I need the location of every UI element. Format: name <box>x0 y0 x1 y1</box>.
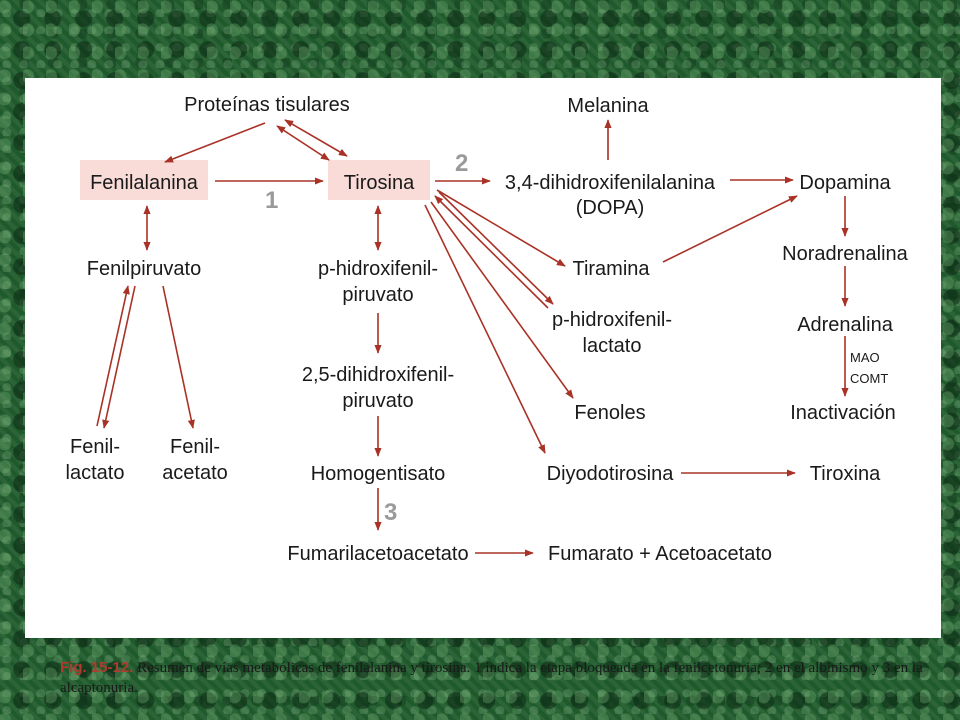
figure-caption: Fig. 15-12. Resumen de vías metabólicas … <box>60 658 940 698</box>
node-melanina: Melanina <box>567 95 649 117</box>
node-dopamina: Dopamina <box>799 172 891 194</box>
metabolic-pathway-diagram: Proteínas tisulares Melanina Fenilalanin… <box>66 94 909 565</box>
arrow-tirosina-diyodotirosina <box>424 204 546 454</box>
node-phlactato-line2: lactato <box>583 335 642 357</box>
node-dhpiruvato-line1: 2,5-dihidroxifenil- <box>302 364 454 386</box>
arrow-fenillactato-fenilpiruvato-a <box>96 285 130 427</box>
step-label-3: 3 <box>384 499 397 526</box>
node-noradrenalina: Noradrenalina <box>782 243 909 265</box>
node-fenillactato-line1: Fenil- <box>70 436 120 458</box>
node-tiroxina: Tiroxina <box>810 463 881 485</box>
node-inactivacion: Inactivación <box>790 402 896 424</box>
figure-caption-text: Resumen de vías metabólicas de fenilalan… <box>60 660 923 696</box>
node-tirosina: Tirosina <box>344 172 415 194</box>
tirosina-highlight <box>328 160 430 200</box>
arrow-tirosina-phlactato <box>438 191 554 305</box>
arrow-tirosina-tiramina <box>436 189 566 267</box>
arrow-phlactato-tirosina <box>434 195 549 309</box>
arrow-tiramina-dopamina <box>662 195 798 263</box>
label-comt: COMT <box>850 371 888 386</box>
node-adrenalina: Adrenalina <box>797 314 894 336</box>
step-label-2: 2 <box>455 150 468 177</box>
figure-number: Fig. 15-12. <box>60 659 134 676</box>
node-proteinas-tisulares: Proteínas tisulares <box>184 94 350 116</box>
node-fenilacetato-line2: acetato <box>162 462 228 484</box>
node-phlactato-line1: p-hidroxifenil- <box>552 309 672 331</box>
step-label-1: 1 <box>265 187 278 214</box>
node-fenilpiruvato: Fenilpiruvato <box>87 258 202 280</box>
arrow-tirosina-fenoles <box>430 201 574 399</box>
fenilalanina-highlight <box>80 160 208 200</box>
node-dopa-line1: 3,4-dihidroxifenilalanina <box>505 172 716 194</box>
node-phpiruvato-line1: p-hidroxifenil- <box>318 258 438 280</box>
node-dhpiruvato-line2: piruvato <box>342 390 413 412</box>
node-fenoles: Fenoles <box>574 402 645 424</box>
node-phpiruvato-line2: piruvato <box>342 284 413 306</box>
node-diyodotirosina: Diyodotirosina <box>547 463 675 485</box>
node-tiramina: Tiramina <box>572 258 650 280</box>
arrow-proteinas-tirosina-b <box>284 119 348 157</box>
diagram-panel: Proteínas tisulares Melanina Fenilalanin… <box>25 78 941 696</box>
arrow-fenilpiruvato-fenilacetato <box>162 285 195 429</box>
arrow-proteinas-fenilalanina <box>164 122 266 163</box>
node-fumarato-acetoacetato: Fumarato + Acetoacetato <box>548 543 772 565</box>
arrow-fenilpiruvato-fenillactato-b <box>102 285 136 429</box>
node-fenilacetato-line1: Fenil- <box>170 436 220 458</box>
label-mao: MAO <box>850 350 880 365</box>
node-fenilalanina: Fenilalanina <box>90 172 199 194</box>
node-fumarilacetoacetato: Fumarilacetoacetato <box>287 543 468 565</box>
node-fenillactato-line2: lactato <box>66 462 125 484</box>
node-dopa-line2: (DOPA) <box>576 197 645 219</box>
pathway-arrows <box>96 119 849 557</box>
node-homogentisato: Homogentisato <box>311 463 446 485</box>
